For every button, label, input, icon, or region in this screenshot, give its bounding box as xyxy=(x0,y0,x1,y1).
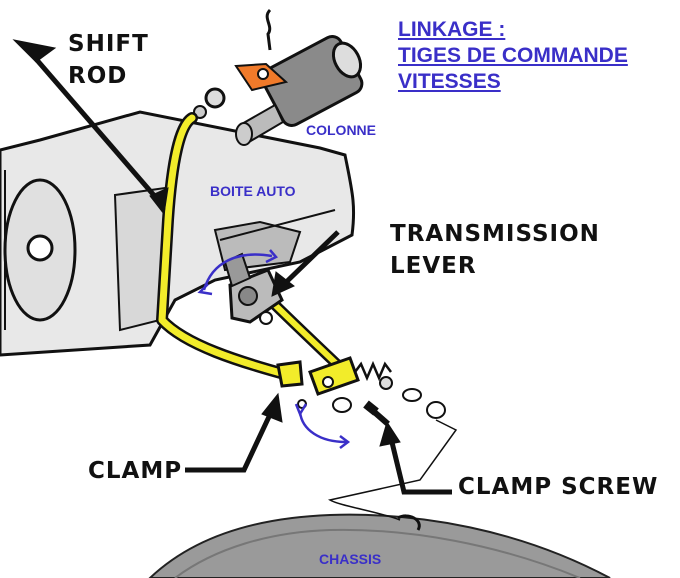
lever-assembly xyxy=(223,252,284,325)
shift-rod-label-line2: ROD xyxy=(68,63,128,89)
shift-rod-label-line1: SHIFT xyxy=(68,31,149,57)
title-line-3: VITESSES xyxy=(398,70,501,93)
pointer-arrows xyxy=(12,39,452,495)
transmission-body xyxy=(0,110,356,357)
colonne-label: COLONNE xyxy=(306,122,376,138)
diagram-title: LINKAGE : TIGES DE COMMANDE VITESSES xyxy=(398,17,628,95)
clamp-label: CLAMP xyxy=(88,458,183,484)
title-line-1: LINKAGE : xyxy=(398,18,506,41)
chassis-label: CHASSIS xyxy=(319,551,382,567)
transmission-lever-label: TRANSMISSION LEVER xyxy=(390,218,600,282)
clamp-screw-label: CLAMP SCREW xyxy=(458,474,659,500)
motion-arrows xyxy=(197,249,351,449)
transmission-lever-label-line1: TRANSMISSION xyxy=(390,221,600,247)
steering-column xyxy=(234,8,364,146)
transmission-lever-label-line2: LEVER xyxy=(390,253,477,279)
chassis-shape xyxy=(148,513,611,578)
title-line-2: TIGES DE COMMANDE xyxy=(398,44,628,67)
boite-auto-label: BOITE AUTO xyxy=(210,183,296,199)
clamp-assembly xyxy=(276,356,446,427)
shift-rod-label: SHIFT ROD xyxy=(68,28,149,92)
